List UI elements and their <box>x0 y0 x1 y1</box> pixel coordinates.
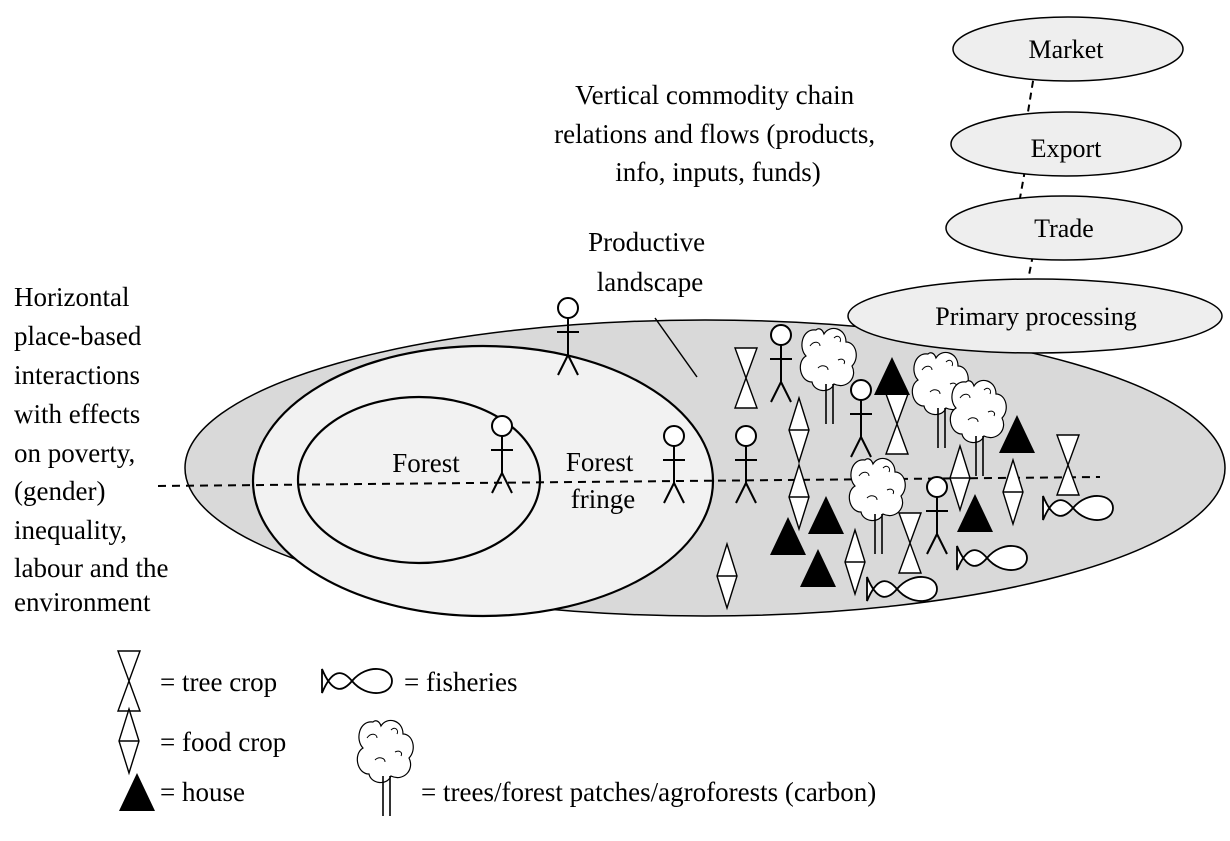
horizontal-caption-line: place-based <box>14 321 142 351</box>
chain-label-export: Export <box>1031 134 1103 163</box>
horizontal-caption-line: environment <box>14 587 151 617</box>
horizontal-caption-line: (gender) <box>14 476 105 506</box>
chain-label-primary-processing: Primary processing <box>935 302 1136 331</box>
chain-label-trade: Trade <box>1034 214 1094 243</box>
chain-caption: Vertical commodity chain relations and f… <box>554 80 882 187</box>
forest-fringe-line: fringe <box>571 484 635 514</box>
legend-tree-crop-label: = tree crop <box>160 667 277 697</box>
forest-fringe-line: Forest <box>566 447 634 477</box>
forest-ellipse <box>296 395 542 565</box>
chain-caption-line: Vertical commodity chain <box>575 80 854 110</box>
chain-nodes <box>847 16 1223 354</box>
chain-node-primary-processing <box>847 278 1223 354</box>
horizontal-caption-line: with effects <box>14 399 140 429</box>
horizontal-caption-line: labour and the <box>14 553 168 583</box>
chain-node-market <box>952 16 1184 82</box>
forest-fringe-label: Forest fringe <box>566 447 640 514</box>
horizontal-caption-line: Horizontal <box>14 282 129 312</box>
productive-landscape-line: landscape <box>597 267 703 297</box>
horizontal-caption: Horizontal place-based interactions with… <box>14 282 175 617</box>
legend-trees-label: = trees/forest patches/agroforests (carb… <box>421 777 876 807</box>
legend-house-label: = house <box>160 777 245 807</box>
chain-label-market: Market <box>1028 35 1104 64</box>
forest-label: Forest <box>392 448 460 478</box>
productive-landscape-pointer <box>654 317 698 378</box>
chain-node-export <box>950 111 1182 177</box>
chain-node-trade <box>945 195 1183 261</box>
legend-tree-crop-icon <box>117 650 141 712</box>
horizontal-caption-line: interactions <box>14 360 140 390</box>
legend-food-crop-label: = food crop <box>160 727 286 757</box>
legend: = tree crop = fisheries = food crop = tr… <box>117 650 876 817</box>
legend-fish-icon <box>321 668 393 694</box>
legend-tree-icon <box>356 719 415 817</box>
productive-landscape-line: Productive <box>588 227 705 257</box>
chain-caption-line: relations and flows (products, <box>554 119 875 149</box>
legend-food-crop-icon <box>118 708 140 774</box>
legend-house-icon <box>119 773 155 811</box>
chain-caption-line: info, inputs, funds) <box>615 157 821 187</box>
horizontal-caption-line: on poverty, <box>14 438 135 468</box>
productive-landscape-label: Productive landscape <box>588 227 712 297</box>
legend-fisheries-label: = fisheries <box>404 667 517 697</box>
horizontal-caption-line: inequality, <box>14 515 127 545</box>
